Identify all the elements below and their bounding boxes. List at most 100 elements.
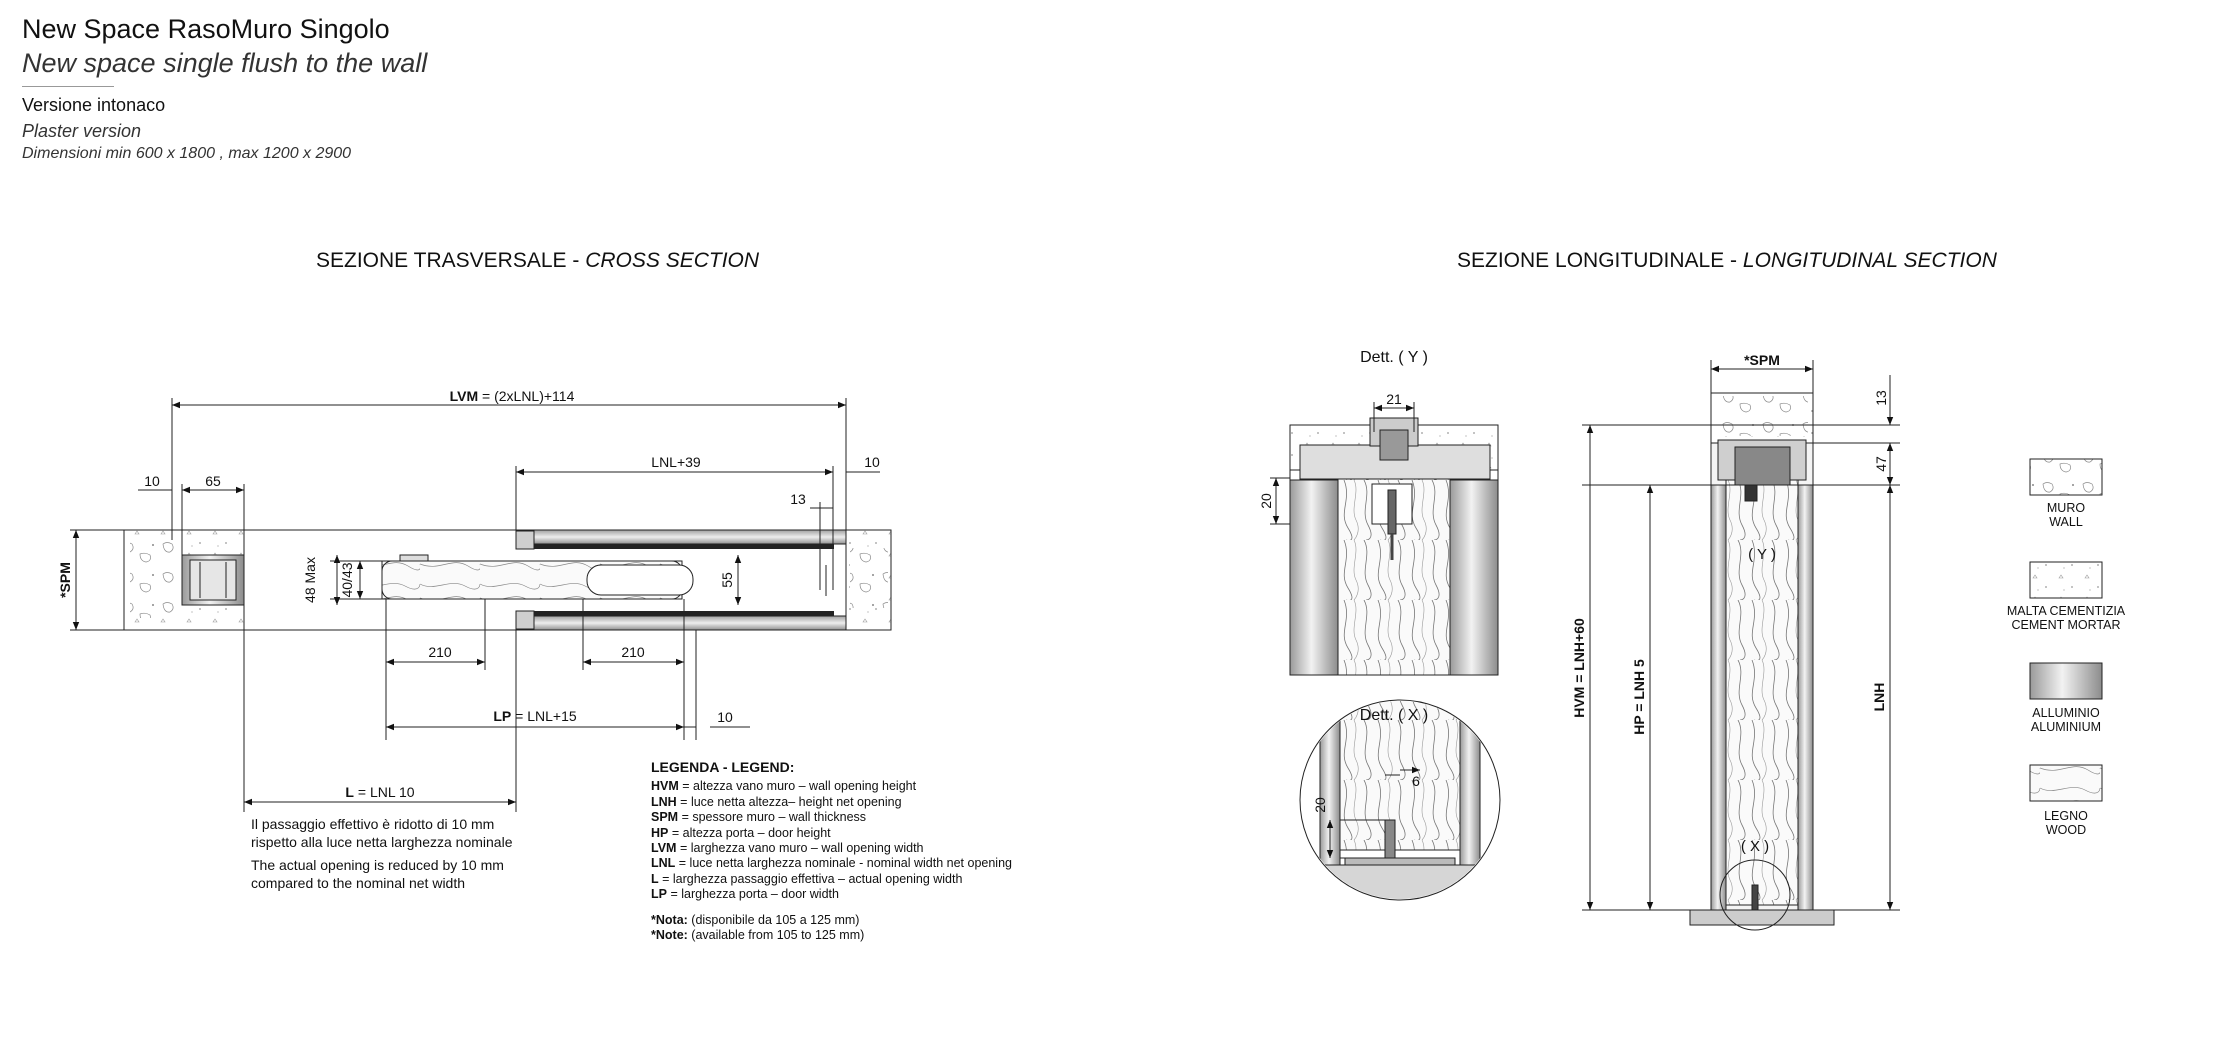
dim-hp: HP = LNH 5 (1631, 659, 1647, 735)
legend-note-it: *Nota: (disponibile da 105 a 125 mm) (651, 913, 1012, 928)
dim-4043: 40/43 (339, 562, 355, 597)
dim-65: 65 (205, 473, 221, 489)
dim-y21: 21 (1386, 391, 1402, 407)
legend-item: L = larghezza passaggio effettiva – actu… (651, 872, 1012, 887)
material-aluminium-label: ALLUMINIO ALUMINIUM (1996, 706, 2136, 734)
swatch-wood (2029, 764, 2103, 802)
material-wood-it: LEGNO (2044, 809, 2088, 823)
cross-pocket-top (515, 529, 847, 545)
page-title: New Space RasoMuro Singolo (22, 14, 390, 44)
dim-spm-long: *SPM (1744, 352, 1780, 368)
dim-lnh: LNH (1871, 683, 1887, 712)
material-wall-it: MURO (2046, 501, 2086, 515)
legend-note-it-key: *Nota: (651, 912, 688, 927)
marker-x: ( X ) (1741, 838, 1769, 855)
legend-note-en-text: (available from 105 to 125 mm) (687, 928, 865, 943)
swatch-aluminium (2029, 662, 2103, 700)
dim-lvm-key: LVM (450, 388, 479, 404)
legend-key: LNL (651, 856, 676, 871)
legend-key: HVM (651, 779, 679, 794)
opening-note-en: The actual opening is reduced by 10 mm c… (251, 856, 504, 892)
material-aluminium-it: ALLUMINIO (2032, 706, 2100, 720)
dim-lp-key: LP (493, 708, 511, 724)
opening-note-it-line1: Il passaggio effettivo è ridotto di 10 m… (251, 816, 495, 832)
dim-210-a: 210 (428, 644, 452, 660)
legend-key: SPM (651, 810, 679, 825)
legend-item: LNL = luce netta larghezza nominale - no… (651, 856, 1012, 871)
legend-text: = spessore muro – wall thickness (678, 810, 867, 825)
opening-note-en-line1: The actual opening is reduced by 10 mm (251, 857, 504, 873)
detail-y-door-leaf (1337, 477, 1451, 676)
dim-lvm: LVM = (2xLNL)+114 (450, 388, 575, 404)
legend-text: = larghezza passaggio effettiva – actual… (658, 871, 963, 886)
title-divider (22, 86, 114, 87)
material-mortar-it: MALTA CEMENTIZIA (2006, 604, 2126, 618)
legend-item: LP = larghezza porta – door width (651, 887, 1012, 902)
legend: LEGENDA - LEGEND: HVM = altezza vano mur… (651, 759, 1012, 943)
dim-10-right: 10 (864, 454, 880, 470)
legend-text: = luce netta larghezza nominale - nomina… (675, 856, 1012, 871)
cross-section-title-en: CROSS SECTION (585, 249, 760, 272)
dim-long-13: 13 (1873, 390, 1889, 406)
dim-lp: LP = LNL+15 (493, 708, 576, 724)
legend-item: HP = altezza porta – door height (651, 826, 1012, 841)
longitudinal-floor (1689, 909, 1835, 926)
legend-text: = luce netta altezza– height net opening (676, 794, 902, 809)
version-label: Versione intonaco (22, 95, 166, 115)
legend-note-en: *Note: (available from 105 to 125 mm) (651, 928, 1012, 943)
detail-x-title: Dett. ( X ) (1360, 707, 1428, 724)
dim-y20: 20 (1258, 493, 1274, 509)
material-mortar-en: CEMENT MORTAR (2011, 618, 2121, 632)
cross-section-title: SEZIONE TRASVERSALE - CROSS SECTION (316, 249, 759, 273)
cross-pocket-bottom (515, 615, 847, 631)
page-subtitle: New space single flush to the wall (22, 48, 428, 78)
dim-lnl39: LNL+39 (651, 454, 701, 470)
version-label-en: Plaster version (22, 121, 142, 141)
longitudinal-section-title: SEZIONE LONGITUDINALE - LONGITUDINAL SEC… (1457, 249, 1997, 273)
longitudinal-section-title-en: LONGITUDINAL SECTION (1742, 249, 1997, 272)
material-aluminium-en: ALUMINIUM (2030, 720, 2102, 734)
material-wood-en: WOOD (2045, 823, 2087, 837)
dimensions-range: Dimensioni min 600 x 1800 , max 1200 x 2… (22, 145, 352, 162)
opening-note-it: Il passaggio effettivo è ridotto di 10 m… (251, 815, 513, 851)
legend-text: = larghezza porta – door width (666, 887, 839, 902)
legend-key: L (651, 871, 659, 886)
dim-l: L = LNL 10 (345, 784, 414, 800)
dim-55: 55 (719, 572, 735, 588)
legend-note-it-text: (disponibile da 105 a 125 mm) (687, 912, 860, 927)
material-wall-label: MURO WALL (1996, 501, 2136, 529)
dim-48max: 48 Max (302, 557, 318, 603)
marker-y: ( Y ) (1748, 546, 1776, 563)
legend-text: = larghezza vano muro – wall opening wid… (676, 841, 924, 856)
legend-note-en-key: *Note: (651, 928, 688, 943)
dim-210-b: 210 (621, 644, 645, 660)
legend-text: = altezza vano muro – wall opening heigh… (678, 779, 917, 794)
legend-key: LVM (651, 841, 677, 856)
dim-hvm: HVM = LNH+60 (1571, 618, 1587, 718)
dim-l-key: L (345, 784, 354, 800)
material-wood-label: LEGNO WOOD (1996, 809, 2136, 837)
legend-heading: LEGENDA - LEGEND: (651, 759, 795, 775)
dim-13: 13 (790, 491, 806, 507)
material-mortar-label: MALTA CEMENTIZIA CEMENT MORTAR (1986, 604, 2146, 632)
dim-x6: 6 (1412, 773, 1420, 789)
legend-item: LVM = larghezza vano muro – wall opening… (651, 841, 1012, 856)
legend-item: SPM = spessore muro – wall thickness (651, 810, 1012, 825)
dim-10-bottom: 10 (717, 709, 733, 725)
dim-l-value: = LNL 10 (354, 784, 415, 800)
opening-note-it-line2: rispetto alla luce netta larghezza nomin… (251, 834, 513, 850)
dim-lvm-value: = (2xLNL)+114 (478, 388, 574, 404)
legend-key: LNH (651, 794, 677, 809)
dim-lp-value: = LNL+15 (511, 708, 577, 724)
dim-x20: 20 (1312, 797, 1328, 813)
opening-note-en-line2: compared to the nominal net width (251, 875, 466, 891)
longitudinal-door-leaf (1725, 474, 1799, 906)
detail-y-title: Dett. ( Y ) (1360, 349, 1428, 366)
dim-spm-cross: *SPM (57, 562, 73, 598)
legend-key: LP (651, 887, 667, 902)
dim-10-left: 10 (144, 473, 160, 489)
legend-key: HP (651, 825, 669, 840)
swatch-wall (2029, 458, 2103, 496)
cross-section-title-it: SEZIONE TRASVERSALE - (316, 249, 586, 272)
